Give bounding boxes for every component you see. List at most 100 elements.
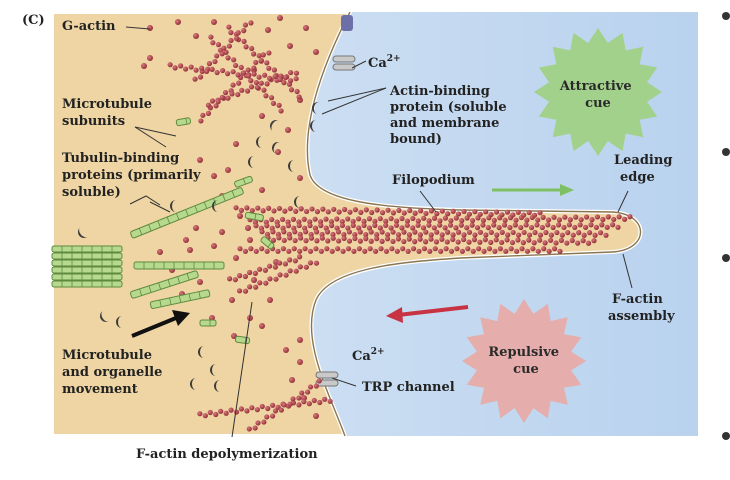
- actin-monomer: [259, 323, 265, 329]
- actin-filament: [246, 378, 322, 432]
- binding-protein: [170, 200, 176, 212]
- advance-arrow-icon: [492, 184, 574, 196]
- actin-monomer: [259, 187, 265, 193]
- microtubule: [51, 266, 123, 274]
- f-actin-assembly-label: F-actin assembly: [608, 292, 675, 324]
- f-actin-depolymerization-label: F-actin depolymerization: [136, 447, 318, 462]
- slide-bullet: [722, 148, 730, 156]
- microtubule: [175, 117, 192, 127]
- binding-protein: [256, 136, 262, 148]
- binding-protein: [214, 380, 220, 392]
- actin-binding-label: Actin-binding protein (soluble and membr…: [389, 84, 511, 147]
- actin-monomer: [197, 279, 203, 285]
- microtubule: [149, 289, 211, 309]
- microtubule: [234, 335, 251, 345]
- f-actin-filaments: [167, 20, 633, 432]
- actin-filament: [236, 260, 320, 294]
- slide-bullet: [722, 254, 730, 262]
- repulsive-cue-label: Repulsive cue: [488, 345, 563, 377]
- actin-monomer: [147, 25, 153, 31]
- actin-monomer: [313, 413, 319, 419]
- microtubules: [51, 117, 275, 345]
- plasma-membrane: [306, 12, 641, 436]
- actin-filament: [227, 254, 303, 283]
- microtubule: [260, 236, 275, 250]
- actin-filament: [233, 205, 543, 218]
- microtubule-movement-label: Microtubule and organelle movement: [62, 348, 167, 397]
- binding-protein: [310, 120, 316, 132]
- binding-protein: [116, 316, 122, 328]
- trp-channel-label: TRP channel: [362, 380, 455, 395]
- binding-protein: [198, 346, 204, 358]
- actin-monomer: [147, 55, 153, 61]
- actin-monomer: [297, 359, 303, 365]
- actin-monomer: [193, 33, 199, 39]
- actin-monomer: [233, 255, 239, 261]
- binding-protein: [294, 196, 300, 208]
- actin-monomer: [197, 157, 203, 163]
- binding-proteins: [78, 102, 320, 392]
- microtubule-subunits-label: Microtubule subunits: [62, 97, 157, 129]
- binding-protein: [212, 200, 218, 212]
- slide-bullet: [722, 432, 730, 440]
- attractive-cue-burst: [534, 28, 662, 156]
- microtubule: [51, 245, 123, 253]
- actin-monomer: [229, 297, 235, 303]
- actin-monomer: [141, 63, 147, 69]
- binding-protein: [248, 156, 254, 168]
- microtubule: [130, 270, 199, 299]
- movement-arrow-icon: [131, 310, 190, 338]
- actin-monomer: [303, 25, 309, 31]
- actin-monomer: [225, 167, 231, 173]
- microtubule: [199, 319, 217, 327]
- binding-protein: [272, 142, 281, 154]
- actin-monomer: [183, 237, 189, 243]
- repulsive-cue-burst: [462, 299, 586, 423]
- actin-monomer: [187, 247, 193, 253]
- binding-protein: [270, 120, 279, 132]
- actin-monomer: [237, 213, 243, 219]
- actin-monomer: [247, 237, 253, 243]
- actin-monomer: [297, 175, 303, 181]
- actin-monomer: [285, 127, 291, 133]
- actin-monomer: [313, 49, 319, 55]
- ca-top-label: Ca2+: [368, 54, 401, 71]
- actin-filament: [192, 20, 254, 82]
- binding-protein: [78, 227, 88, 238]
- actin-filament: [259, 229, 609, 238]
- microtubule: [234, 175, 253, 188]
- actin-filament: [167, 62, 299, 84]
- actin-monomer: [175, 19, 181, 25]
- actin-monomer: [259, 113, 265, 119]
- actin-monomer: [265, 27, 271, 33]
- actin-filament: [197, 396, 333, 419]
- binding-protein: [210, 364, 216, 376]
- actin-monomer: [245, 225, 251, 231]
- panel-label: (C): [22, 13, 45, 28]
- actin-monomer: [283, 347, 289, 353]
- actin-monomer: [251, 277, 257, 283]
- actin-monomer: [297, 337, 303, 343]
- microtubule: [51, 273, 123, 281]
- actin-monomer: [233, 141, 239, 147]
- microtubule: [133, 261, 225, 270]
- actin-monomer: [211, 19, 217, 25]
- actin-monomer: [287, 43, 293, 49]
- actin-monomer: [267, 297, 273, 303]
- actin-monomer: [289, 377, 295, 383]
- actin-monomer: [193, 225, 199, 231]
- actin-monomer: [211, 173, 217, 179]
- attractive-cue-label: Attractive cue: [559, 79, 636, 111]
- binding-protein: [312, 102, 320, 114]
- actin-monomer: [277, 15, 283, 21]
- microtubule: [244, 211, 264, 222]
- actin-monomer: [219, 229, 225, 235]
- ca-bottom-label: Ca2+: [352, 347, 385, 364]
- microtubule: [51, 252, 123, 260]
- binding-protein: [100, 310, 109, 322]
- actin-filament: [265, 235, 597, 246]
- g-actin-label: G-actin: [62, 19, 116, 34]
- slide-bullet: [722, 12, 730, 20]
- retract-arrow-icon: [386, 305, 469, 323]
